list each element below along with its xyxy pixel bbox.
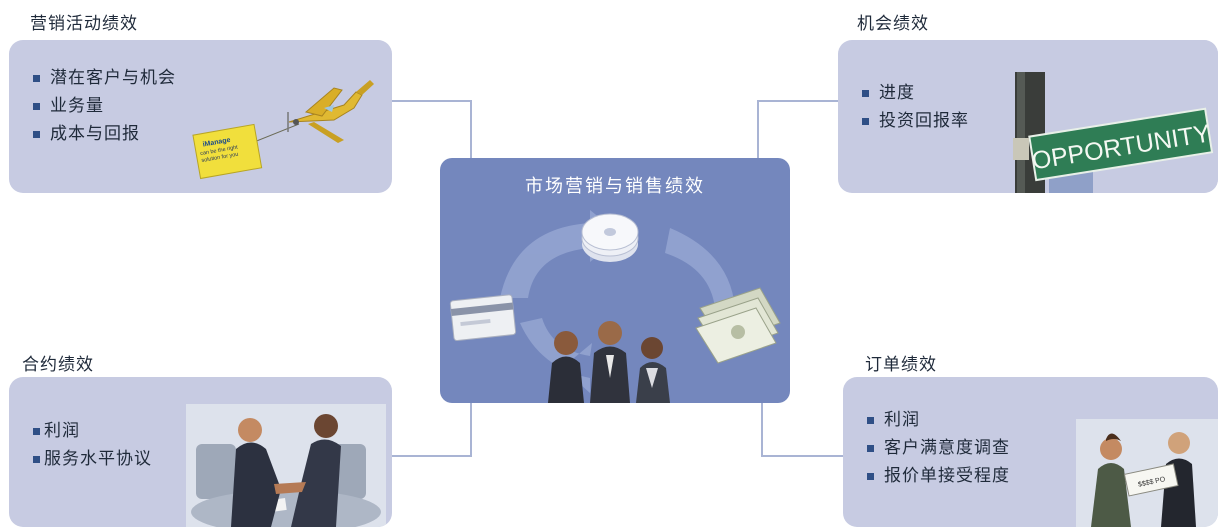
list-item: 报价单接受程度 [867, 462, 1010, 490]
list-item: 潜在客户与机会 [33, 64, 176, 92]
business-people-icon [548, 321, 670, 403]
airplane-banner-image: iManage can be the right solution for yo… [192, 80, 374, 180]
marketing-list: 潜在客户与机会 业务量 成本与回报 [33, 64, 176, 148]
list-item: 成本与回报 [33, 120, 176, 148]
list-item: 客户满意度调查 [867, 434, 1010, 462]
list-item: 业务量 [33, 92, 176, 120]
contract-list: 利润 服务水平协议 [33, 417, 152, 473]
opportunity-card: 进度 投资回报率 OPPORTUNITY [838, 40, 1218, 193]
banner-brand: iManage [202, 137, 231, 149]
list-item: 投资回报率 [862, 107, 969, 135]
opportunity-title: 机会绩效 [857, 14, 929, 34]
opportunity-list: 进度 投资回报率 [862, 79, 969, 135]
opportunity-sign-image: OPPORTUNITY [1013, 40, 1218, 193]
connector-order [761, 403, 843, 457]
list-item: 利润 [867, 406, 1010, 434]
disc-stack-icon [581, 213, 639, 262]
connector-marketing [392, 100, 472, 158]
sales-cycle-image [449, 210, 781, 403]
order-title: 订单绩效 [865, 355, 937, 375]
marketing-card: 潜在客户与机会 业务量 成本与回报 iManage can be the rig… [9, 40, 392, 193]
handshake-image [186, 404, 386, 527]
contract-title: 合约绩效 [22, 355, 94, 375]
check-handover-image: $$$$ PO [1076, 419, 1218, 527]
marketing-title: 营销活动绩效 [30, 14, 138, 34]
center-title: 市场营销与销售绩效 [525, 176, 705, 197]
money-stack-icon [695, 287, 781, 364]
list-item: 利润 [33, 417, 152, 445]
contract-card: 利润 服务水平协议 [9, 377, 392, 527]
credit-card-icon [449, 294, 517, 342]
connector-opportunity [757, 100, 838, 158]
list-item: 服务水平协议 [33, 445, 152, 473]
order-list: 利润 客户满意度调查 报价单接受程度 [867, 406, 1010, 490]
connector-contract [392, 403, 472, 457]
list-item: 进度 [862, 79, 969, 107]
center-card: 市场营销与销售绩效 [440, 158, 790, 403]
order-card: 利润 客户满意度调查 报价单接受程度 $$$$ PO [843, 377, 1218, 527]
